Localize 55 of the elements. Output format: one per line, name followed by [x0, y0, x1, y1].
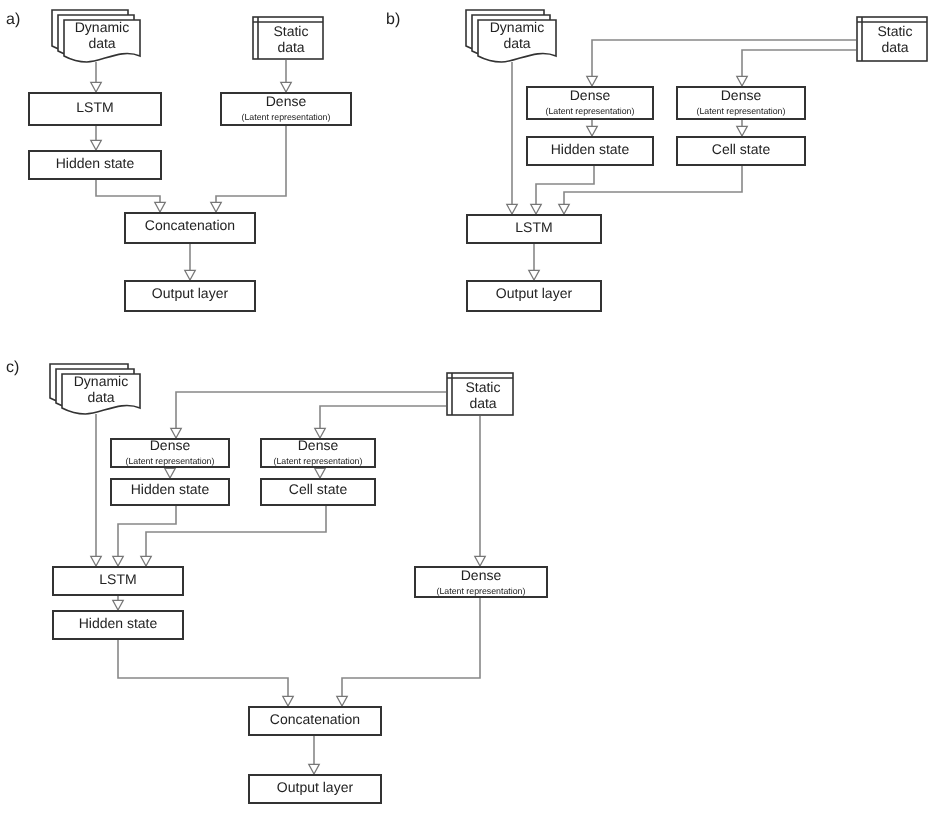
arrow — [112, 505, 177, 567]
arrow — [586, 119, 598, 137]
process-box — [526, 86, 654, 120]
process-box — [124, 280, 256, 312]
arrow — [308, 735, 320, 775]
process-box — [260, 478, 376, 506]
process-box — [466, 280, 602, 312]
document-stack-shape — [466, 10, 556, 62]
arrow — [90, 61, 102, 93]
arrow — [280, 59, 292, 93]
arrow — [140, 505, 327, 567]
arrow — [95, 179, 166, 213]
arrow — [314, 467, 326, 479]
arrow — [474, 415, 486, 567]
process-box — [466, 214, 602, 244]
arrow — [528, 243, 540, 281]
panel-label: a) — [6, 10, 21, 28]
document-stack-shape — [50, 364, 140, 414]
data-store-shape — [252, 16, 324, 60]
panel-label: c) — [6, 358, 20, 376]
process-box — [260, 438, 376, 468]
arrow — [586, 39, 857, 87]
process-box — [110, 438, 230, 468]
process-box — [248, 774, 382, 804]
process-box — [52, 610, 184, 640]
arrow — [112, 595, 124, 611]
arrow — [90, 413, 102, 567]
process-box — [248, 706, 382, 736]
panel-label: b) — [386, 10, 401, 28]
process-box — [110, 478, 230, 506]
process-box — [28, 92, 162, 126]
arrow — [184, 243, 196, 281]
process-box — [124, 212, 256, 244]
process-box — [676, 136, 806, 166]
process-box — [220, 92, 352, 126]
data-store-shape — [446, 372, 514, 416]
arrow — [530, 165, 595, 215]
data-store-shape — [856, 16, 928, 62]
arrow — [170, 391, 447, 439]
process-box — [414, 566, 548, 598]
process-box — [676, 86, 806, 120]
arrow — [506, 61, 518, 215]
arrow — [164, 467, 176, 479]
arrow — [314, 405, 447, 439]
process-box — [52, 566, 184, 596]
process-box — [28, 150, 162, 180]
process-box — [526, 136, 654, 166]
document-stack-shape — [52, 10, 140, 62]
arrow — [736, 49, 857, 87]
arrow — [336, 597, 481, 707]
arrow — [90, 125, 102, 151]
arrow — [558, 165, 743, 215]
arrow — [736, 119, 748, 137]
arrow — [210, 125, 287, 213]
arrow — [117, 639, 294, 707]
